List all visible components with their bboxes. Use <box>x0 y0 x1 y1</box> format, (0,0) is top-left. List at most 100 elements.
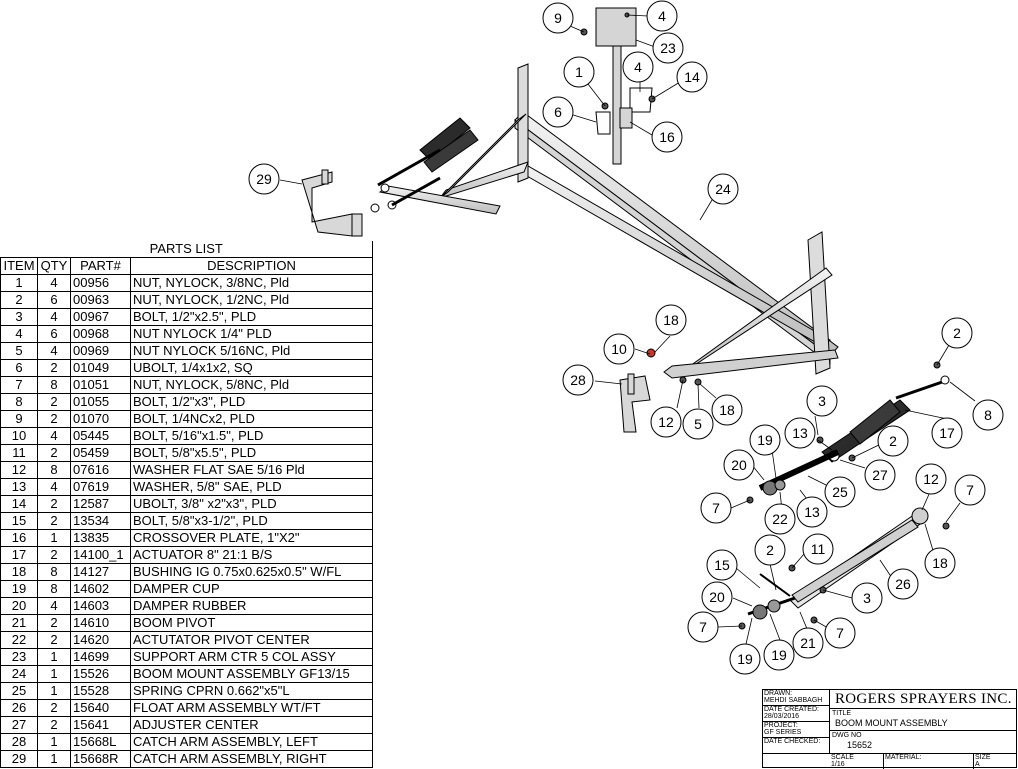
balloon-label: 12 <box>658 414 674 430</box>
catch-arm-left <box>619 373 651 433</box>
balloon-label: 27 <box>872 467 888 483</box>
description: UBOLT, 1/4x1x2, SQ <box>130 359 373 377</box>
balloon-label: 2 <box>953 325 961 341</box>
description: WASHER FLAT SAE 5/16 Pld <box>130 461 373 479</box>
header-part-number: PART# <box>70 257 131 275</box>
balloon-circle <box>652 32 684 64</box>
balloon-label: 22 <box>772 511 788 527</box>
balloon-label: 26 <box>895 576 911 592</box>
item-number: 28 <box>0 733 38 751</box>
date-checked-label: DATE CHECKED: <box>764 738 821 745</box>
balloon-circle <box>941 317 973 349</box>
item-number: 2 <box>0 291 38 309</box>
part-number: 13534 <box>70 512 131 530</box>
support-arm <box>595 7 653 165</box>
description: BOLT, 1/4NCx2, PLD <box>130 410 373 428</box>
balloon-label: 29 <box>256 171 272 187</box>
balloon-circle <box>563 56 595 88</box>
item-number: 6 <box>0 359 38 377</box>
balloon-circle <box>646 0 678 32</box>
description: BOLT, 5/8"x3-1/2", PLD <box>130 512 373 530</box>
quantity: 6 <box>37 291 71 309</box>
balloon-label: 18 <box>932 555 948 571</box>
description: NUT, NYLOCK, 1/2NC, Pld <box>130 291 373 309</box>
item-number: 17 <box>0 546 38 564</box>
quantity: 2 <box>37 444 71 462</box>
description: ACTUTATOR PIVOT CENTER <box>130 631 373 649</box>
title-block: DRAWN: MEHDI SABBAGH DATE CREATED: 28/03… <box>762 689 1017 769</box>
size: A <box>975 761 980 768</box>
part-number: 00967 <box>70 308 131 326</box>
balloon-circle <box>824 617 856 649</box>
company-name: ROGERS SPRAYERS INC. <box>835 691 1012 707</box>
balloon-label: 19 <box>771 647 787 663</box>
balloon-label: 19 <box>757 432 773 448</box>
scale: 1/16 <box>831 761 845 768</box>
balloon-circle <box>706 549 738 581</box>
balloon-label: 9 <box>554 10 562 26</box>
balloon-label: 4 <box>634 59 642 75</box>
part-number: 00968 <box>70 325 131 343</box>
title-label: TITLE <box>832 710 852 717</box>
quantity: 4 <box>37 274 71 292</box>
description: CROSSOVER PLATE, 1"X2" <box>130 529 373 547</box>
balloon-circle <box>877 425 909 457</box>
description: UBOLT, 3/8" x2"x3", PLD <box>130 495 373 513</box>
balloon-label: 3 <box>818 393 826 409</box>
description: ADJUSTER CENTER <box>130 716 373 734</box>
item-number: 1 <box>0 274 38 292</box>
quantity: 4 <box>37 342 71 360</box>
item-number: 23 <box>0 648 38 666</box>
boom-mount-frame <box>378 63 839 379</box>
balloon-label: 11 <box>811 541 826 557</box>
description: DAMPER RUBBER <box>130 597 373 615</box>
quantity: 2 <box>37 393 71 411</box>
balloon-circle <box>542 2 574 34</box>
balloon-label: 13 <box>792 425 808 441</box>
balloon-label: 7 <box>836 625 844 641</box>
part-number: 05459 <box>70 444 131 462</box>
item-number: 22 <box>0 631 38 649</box>
balloon-circle <box>723 449 755 481</box>
scale-label: SCALE <box>831 754 854 761</box>
balloon-label: 28 <box>570 372 586 388</box>
balloon-circle <box>792 627 824 659</box>
balloon-circle <box>676 61 708 93</box>
balloon-label: 10 <box>611 341 627 357</box>
description: CATCH ARM ASSEMBLY, RIGHT <box>130 750 373 768</box>
description: SPRING CPRN 0.662"x5"L <box>130 682 373 700</box>
quantity: 8 <box>37 376 71 394</box>
balloon-label: 20 <box>709 589 725 605</box>
item-number: 10 <box>0 427 38 445</box>
item-number: 19 <box>0 580 38 598</box>
part-number: 15668L <box>70 733 131 751</box>
part-number: 01051 <box>70 376 131 394</box>
part-number: 12587 <box>70 495 131 513</box>
header-item: ITEM <box>0 257 38 275</box>
balloon-label: 13 <box>804 504 820 520</box>
part-number: 01055 <box>70 393 131 411</box>
part-number: 07619 <box>70 478 131 496</box>
part-number: 15668R <box>70 750 131 768</box>
balloon-circle <box>851 582 883 614</box>
part-number: 14699 <box>70 648 131 666</box>
balloon-label: 7 <box>712 500 720 516</box>
catch-arm-right <box>301 169 363 237</box>
balloon-label: 1 <box>575 64 583 80</box>
item-number: 20 <box>0 597 38 615</box>
balloon-circle <box>784 417 816 449</box>
quantity: 2 <box>37 614 71 632</box>
balloon-label: 7 <box>966 482 974 498</box>
material-label: MATERIAL: <box>885 754 922 761</box>
balloon-circle <box>651 121 683 153</box>
